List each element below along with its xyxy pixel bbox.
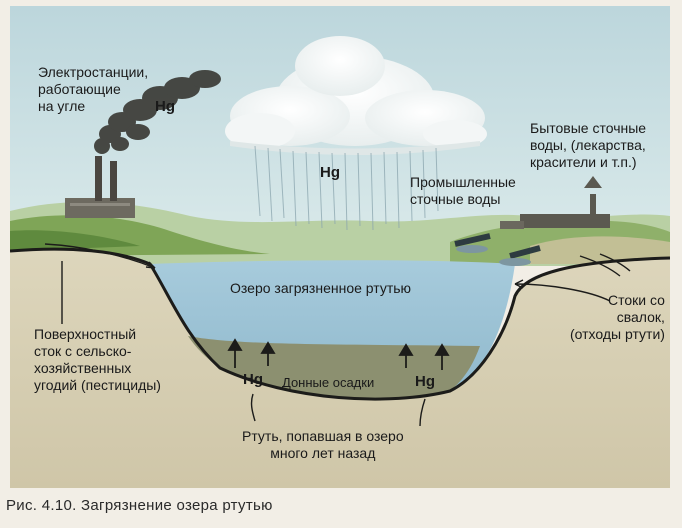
hg-symbol-sediment-left: Hg [243, 371, 263, 388]
lake-mercury-diagram: Hg Hg Hg Hg Электростанции, работающие н… [10, 6, 670, 488]
coal-smoke [94, 70, 221, 154]
rain [254, 145, 439, 231]
label-lake: Озеро загрязненное ртутью [230, 280, 412, 296]
pollution-arrows [44, 243, 631, 427]
coal-power-plant [65, 156, 135, 218]
industrial-buildings [500, 176, 610, 229]
hg-symbol-rain: Hg [320, 164, 340, 181]
wastewater-pipes [454, 233, 541, 266]
label-landfill-runoff: Стоки со свалок, (отходы ртути) [570, 292, 665, 342]
right-shore-rocks [530, 236, 670, 264]
lake-bed-outline [10, 247, 670, 401]
label-surface-runoff: Поверхностный сток с сельско- хозяйствен… [34, 326, 161, 393]
rain-cloud [225, 36, 487, 155]
hg-symbol-smoke: Hg [155, 98, 175, 115]
label-household-wastewater: Бытовые сточные воды, (лекарства, красит… [530, 120, 647, 170]
label-bottom-sediments: Донные осадки [282, 375, 375, 390]
hg-symbol-sediment-right: Hg [415, 373, 435, 390]
figure-caption: Рис. 4.10. Загрязнение озера ртутью [6, 497, 273, 514]
diagram-illustration [10, 6, 670, 488]
left-field-dark [10, 230, 140, 251]
label-old-mercury: Ртуть, попавшая в озеро много лет назад [242, 428, 404, 461]
label-power-plant: Электростанции, работающие на угле [38, 64, 149, 114]
label-industrial-wastewater: Промышленные сточные воды [410, 174, 516, 207]
mercury-release-arrows [227, 338, 450, 370]
